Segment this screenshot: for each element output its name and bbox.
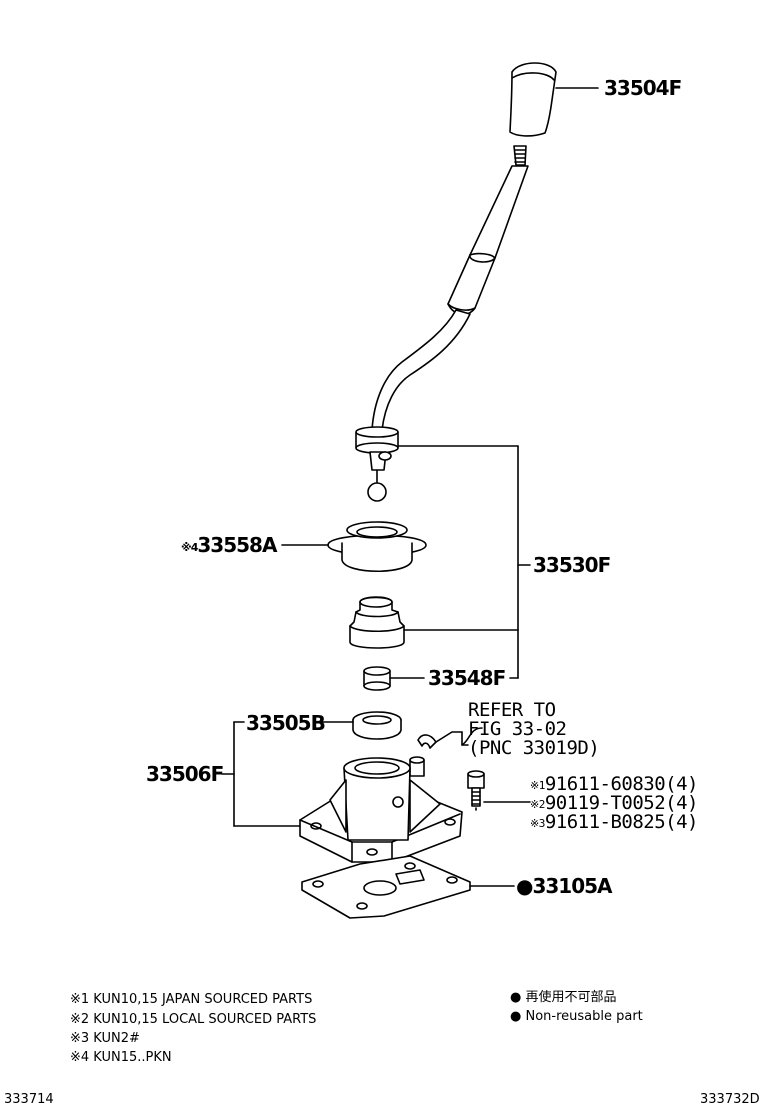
shift-knob-drawing	[509, 62, 599, 137]
legend-line-en: ● Non-reusable part	[510, 1009, 643, 1025]
legend-text-en: Non-reusable part	[525, 1009, 643, 1024]
bolt-number-2: 90119-T0052(4)	[544, 792, 699, 814]
bushing-drawing	[363, 666, 425, 691]
legend-line-jp: ● 再使用不可部品	[510, 990, 617, 1006]
refer-pnc: (PNC 33019D)	[468, 737, 600, 759]
seat-note-mark: ※4	[181, 541, 198, 554]
note-3: ※3 KUN2#	[70, 1031, 140, 1046]
legend-text-jp: 再使用不可部品	[525, 990, 617, 1005]
boot-drawing	[349, 596, 519, 649]
part-label-seat[interactable]: ※433558A	[181, 533, 277, 558]
part-label-bushing[interactable]: 33548F	[428, 666, 506, 690]
seat-number: 33558A	[197, 533, 277, 557]
note-1: ※1 KUN10,15 JAPAN SOURCED PARTS	[70, 992, 313, 1007]
bolt-mark-2: ※2	[530, 798, 545, 811]
gasket-drawing	[301, 855, 515, 919]
lever-shaft-drawing	[371, 145, 529, 431]
breather-pipe-drawing	[409, 731, 469, 777]
non-reusable-mark: ●	[516, 874, 533, 898]
bolt-part-3[interactable]: ※391611-B0825(4)	[530, 811, 699, 834]
leader-lines	[221, 721, 483, 827]
bolt-mark-3: ※3	[530, 817, 545, 830]
part-label-boot[interactable]: 33505B	[246, 711, 326, 735]
illustration-code-right: 333732D	[700, 1092, 760, 1107]
bolt-mark-1: ※1	[530, 779, 545, 792]
part-label-retainer[interactable]: 33506F	[146, 762, 224, 786]
illustration-code-left: 333714	[4, 1092, 54, 1107]
refer-figure-link[interactable]: FIG 33-02	[468, 718, 567, 740]
refer-line-1: REFER TO	[468, 699, 556, 721]
part-label-gasket[interactable]: ●33105A	[516, 874, 613, 898]
note-4: ※4 KUN15..PKN	[70, 1050, 172, 1065]
note-2: ※2 KUN10,15 LOCAL SOURCED PARTS	[70, 1012, 317, 1027]
part-label-shift-lever-assy[interactable]: 33530F	[533, 553, 611, 577]
retainer-housing-drawing	[233, 757, 463, 863]
bolt-drawing	[467, 770, 531, 813]
legend-bullet-2: ●	[510, 1009, 522, 1024]
bolt-number-1: 91611-60830(4)	[544, 773, 699, 795]
boot-seal-drawing	[321, 711, 402, 740]
seat-drawing	[281, 521, 427, 573]
bolt-part-1[interactable]: ※191611-60830(4)	[530, 773, 699, 796]
part-label-shift-knob[interactable]: 33504F	[604, 76, 682, 100]
bolt-number-3: 91611-B0825(4)	[544, 811, 699, 833]
lever-socket-drawing	[355, 426, 519, 502]
assembly-bracket	[509, 445, 531, 679]
legend-bullet-1: ●	[510, 990, 522, 1005]
bolt-part-2[interactable]: ※290119-T0052(4)	[530, 792, 699, 815]
gasket-number: 33105A	[532, 874, 612, 898]
